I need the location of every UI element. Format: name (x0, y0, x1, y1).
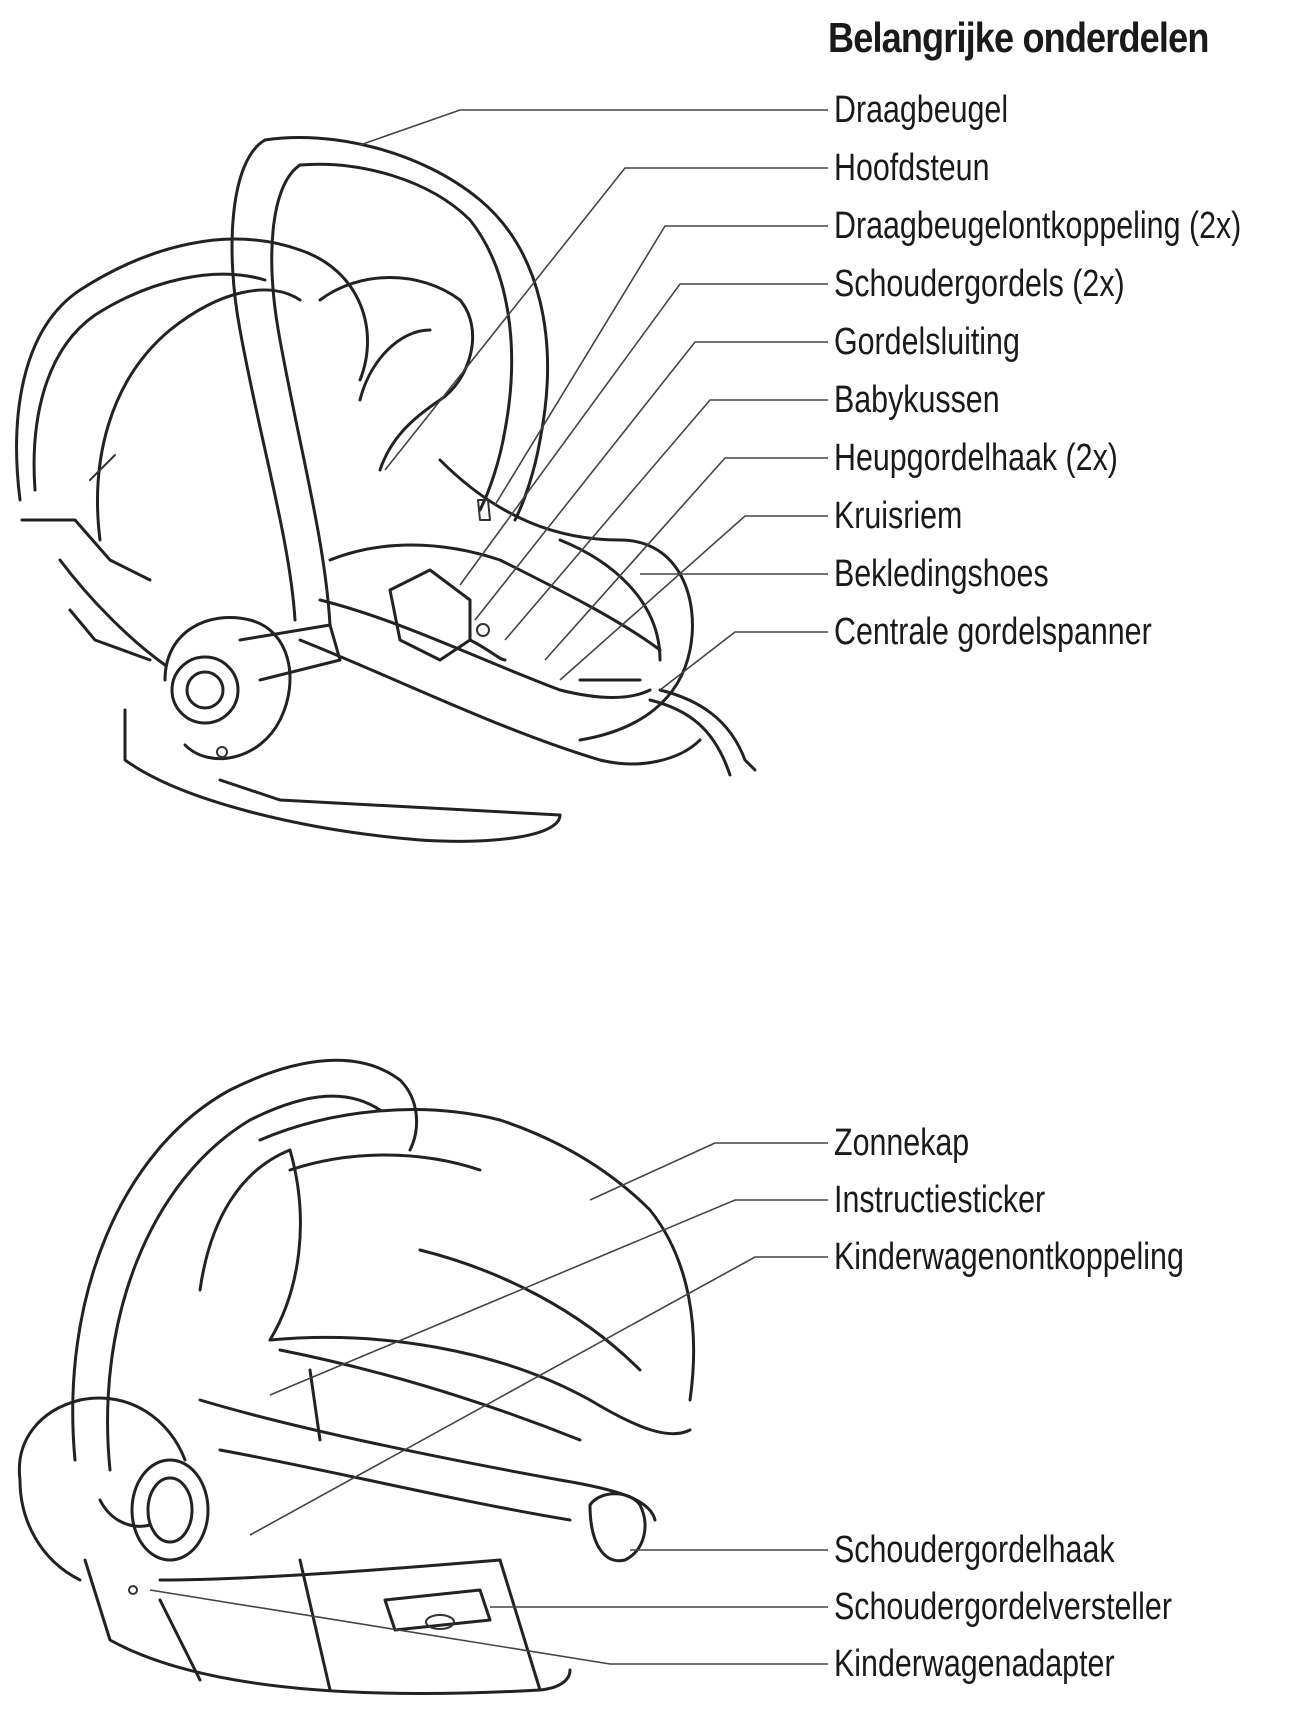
label-gordelsluiting: Gordelsluiting (834, 321, 1020, 363)
label-schoudergordelversteller: Schoudergordelversteller (834, 1586, 1172, 1628)
label-kruisriem: Kruisriem (834, 495, 963, 537)
label-kinderwagenadapter: Kinderwagenadapter (834, 1643, 1115, 1685)
label-draagbeugel: Draagbeugel (834, 89, 1009, 131)
label-instructiesticker: Instructiesticker (834, 1179, 1046, 1221)
car-seat-front-view (15, 136, 757, 843)
leader-lines (149, 109, 828, 1665)
label-kinderwagenontkoppeling: Kinderwagenontkoppeling (834, 1236, 1184, 1278)
label-babykussen: Babykussen (834, 379, 1000, 421)
label-hoofdsteun: Hoofdsteun (834, 147, 990, 189)
page-title: Belangrijke onderdelen (828, 14, 1209, 61)
car-seat-rear-view (17, 1058, 696, 1695)
label-schoudergordels: Schoudergordels (2x) (834, 263, 1125, 305)
label-schoudergordelhaak: Schoudergordelhaak (834, 1529, 1115, 1571)
label-draagbeugelontkoppeling: Draagbeugelontkoppeling (2x) (834, 205, 1242, 247)
label-centrale-gordelspanner: Centrale gordelspanner (834, 611, 1152, 653)
label-bekledingshoes: Bekledingshoes (834, 553, 1049, 595)
label-zonnekap: Zonnekap (834, 1122, 970, 1164)
label-heupgordelhaak: Heupgordelhaak (2x) (834, 437, 1118, 479)
